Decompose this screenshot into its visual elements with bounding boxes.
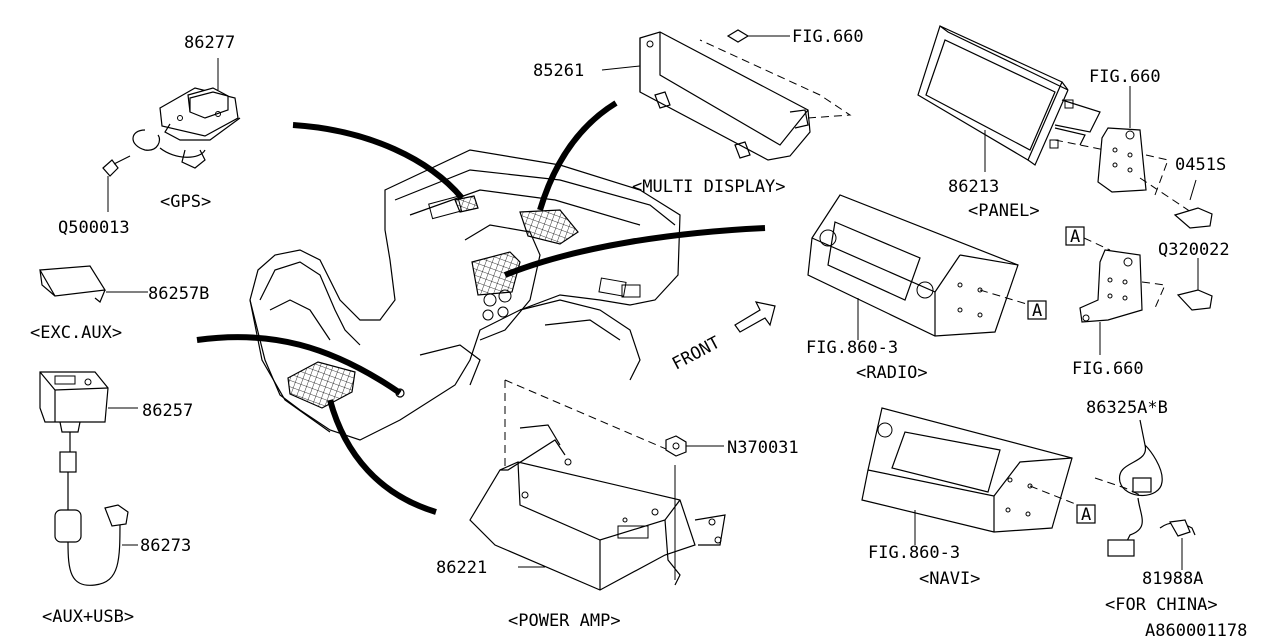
part-number-q320022: Q320022 bbox=[1158, 240, 1230, 260]
leader-gps bbox=[292, 122, 465, 200]
front-label: FRONT bbox=[669, 333, 724, 375]
navi-unit bbox=[861, 407, 1196, 570]
multi-display-caption: <MULTI DISPLAY> bbox=[632, 177, 786, 197]
gps-location bbox=[454, 195, 479, 213]
part-number-86213: 86213 bbox=[948, 177, 999, 197]
panel-unit bbox=[917, 25, 1213, 229]
radio-location bbox=[471, 251, 521, 296]
ref-a-bracket: A bbox=[1070, 227, 1080, 247]
part-number-86325: 86325A*B bbox=[1086, 398, 1168, 418]
part-number-86257: 86257 bbox=[142, 401, 193, 421]
fig660-panel: FIG.660 bbox=[1089, 67, 1161, 87]
gps-caption: <GPS> bbox=[160, 192, 211, 212]
leader-multi-display bbox=[537, 100, 618, 211]
part-number-86221: 86221 bbox=[436, 558, 487, 578]
power-amp-caption: <POWER AMP> bbox=[508, 611, 621, 631]
part-number-86257b: 86257B bbox=[148, 284, 209, 304]
part-number-q500013: Q500013 bbox=[58, 218, 130, 238]
panel-caption: <PANEL> bbox=[968, 201, 1040, 221]
part-number-86277: 86277 bbox=[184, 33, 235, 53]
exc-aux-caption: <EXC.AUX> bbox=[30, 323, 122, 343]
power-amp-location bbox=[287, 361, 356, 409]
radio-caption: <RADIO> bbox=[856, 363, 928, 383]
front-direction-arrow: FRONT bbox=[669, 301, 776, 375]
part-number-81988a: 81988A bbox=[1142, 569, 1203, 589]
dashboard-illustration bbox=[249, 149, 681, 441]
navi-caption: <NAVI> bbox=[919, 569, 980, 589]
part-number-0451s: 0451S bbox=[1175, 155, 1226, 175]
ref-a-radio: A bbox=[1032, 301, 1042, 321]
multi-display-location bbox=[519, 209, 579, 245]
radio-unit bbox=[807, 194, 1047, 340]
part-number-n370031: N370031 bbox=[727, 438, 799, 458]
gps-unit bbox=[102, 58, 241, 212]
diagram-code: A860001178 bbox=[1145, 621, 1247, 640]
aux-usb-unit bbox=[39, 371, 138, 586]
aux-usb-caption: <AUX+USB> bbox=[42, 607, 134, 627]
leader-aux bbox=[196, 334, 402, 396]
part-number-85261: 85261 bbox=[533, 61, 584, 81]
part-number-86273: 86273 bbox=[140, 536, 191, 556]
fig860-3-navi: FIG.860-3 bbox=[868, 543, 960, 563]
fig660-bracket: FIG.660 bbox=[1072, 359, 1144, 379]
leader-power-amp bbox=[327, 399, 437, 515]
multi-display-unit bbox=[601, 29, 852, 161]
ref-a-navi: A bbox=[1081, 505, 1091, 525]
power-amp-unit bbox=[469, 379, 726, 591]
bracket-assembly bbox=[1065, 226, 1213, 355]
fig660-multi-display: FIG.660 bbox=[792, 27, 864, 47]
aux-cover bbox=[39, 265, 148, 303]
leader-radio bbox=[503, 225, 766, 278]
fig860-3-radio: FIG.860-3 bbox=[806, 338, 898, 358]
for-china-caption: <FOR CHINA> bbox=[1105, 595, 1218, 615]
